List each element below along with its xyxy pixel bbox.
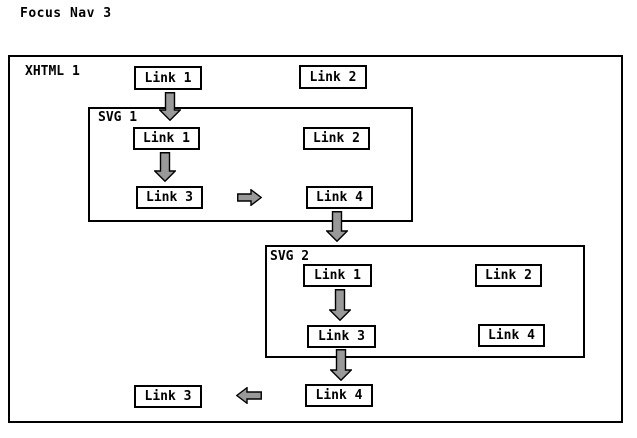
- xhtml-container-label: XHTML 1: [25, 64, 80, 79]
- link-label: Link 3: [146, 190, 193, 205]
- xhtml-link3[interactable]: Link 3: [134, 385, 202, 408]
- xhtml-container: XHTML 1 Link 1 Link 2 SVG 1 Link 1 Link …: [8, 55, 623, 423]
- arrow-xhtml-link1-to-svg1-icon: [159, 92, 181, 121]
- svg2-container-label: SVG 2: [270, 249, 310, 264]
- xhtml-link4[interactable]: Link 4: [305, 384, 373, 407]
- link-label: Link 1: [144, 70, 192, 86]
- link-label: Link 4: [316, 190, 363, 205]
- link-label: Link 1: [314, 268, 361, 283]
- xhtml-link1[interactable]: Link 1: [134, 66, 202, 90]
- svg1-container-label: SVG 1: [98, 110, 138, 125]
- svg1-link4[interactable]: Link 4: [306, 186, 373, 209]
- page-title: Focus Nav 3: [20, 6, 112, 21]
- link-label: Link 1: [143, 131, 190, 146]
- svg1-link3[interactable]: Link 3: [136, 186, 203, 209]
- arrow-svg1-link4-to-svg2-icon: [326, 211, 348, 242]
- arrow-svg2-link3-to-xhtml-link4-icon: [330, 349, 352, 381]
- svg2-link4[interactable]: Link 4: [478, 324, 545, 347]
- link-label: Link 3: [144, 389, 192, 404]
- link-label: Link 2: [309, 69, 357, 85]
- xhtml-link2[interactable]: Link 2: [299, 65, 367, 89]
- svg2-link1[interactable]: Link 1: [303, 264, 372, 287]
- arrow-xhtml-link4-to-link3-icon: [236, 387, 262, 404]
- link-label: Link 2: [313, 131, 360, 146]
- svg2-link3[interactable]: Link 3: [307, 325, 376, 348]
- link-label: Link 4: [315, 388, 363, 403]
- svg2-container: SVG 2 Link 1 Link 2 Link 3 Link 4: [265, 245, 585, 358]
- arrow-svg2-link1-to-link3-icon: [329, 289, 351, 321]
- svg1-link2[interactable]: Link 2: [303, 127, 370, 150]
- link-label: Link 3: [318, 329, 365, 344]
- link-label: Link 4: [488, 328, 535, 343]
- link-label: Link 2: [485, 268, 532, 283]
- svg2-link2[interactable]: Link 2: [475, 264, 542, 287]
- arrow-svg1-link3-to-link4-icon: [237, 189, 262, 206]
- arrow-svg1-link1-to-link3-icon: [154, 152, 176, 182]
- svg1-link1[interactable]: Link 1: [133, 127, 200, 150]
- svg1-container: SVG 1 Link 1 Link 2 Link 3 Link 4: [88, 107, 413, 222]
